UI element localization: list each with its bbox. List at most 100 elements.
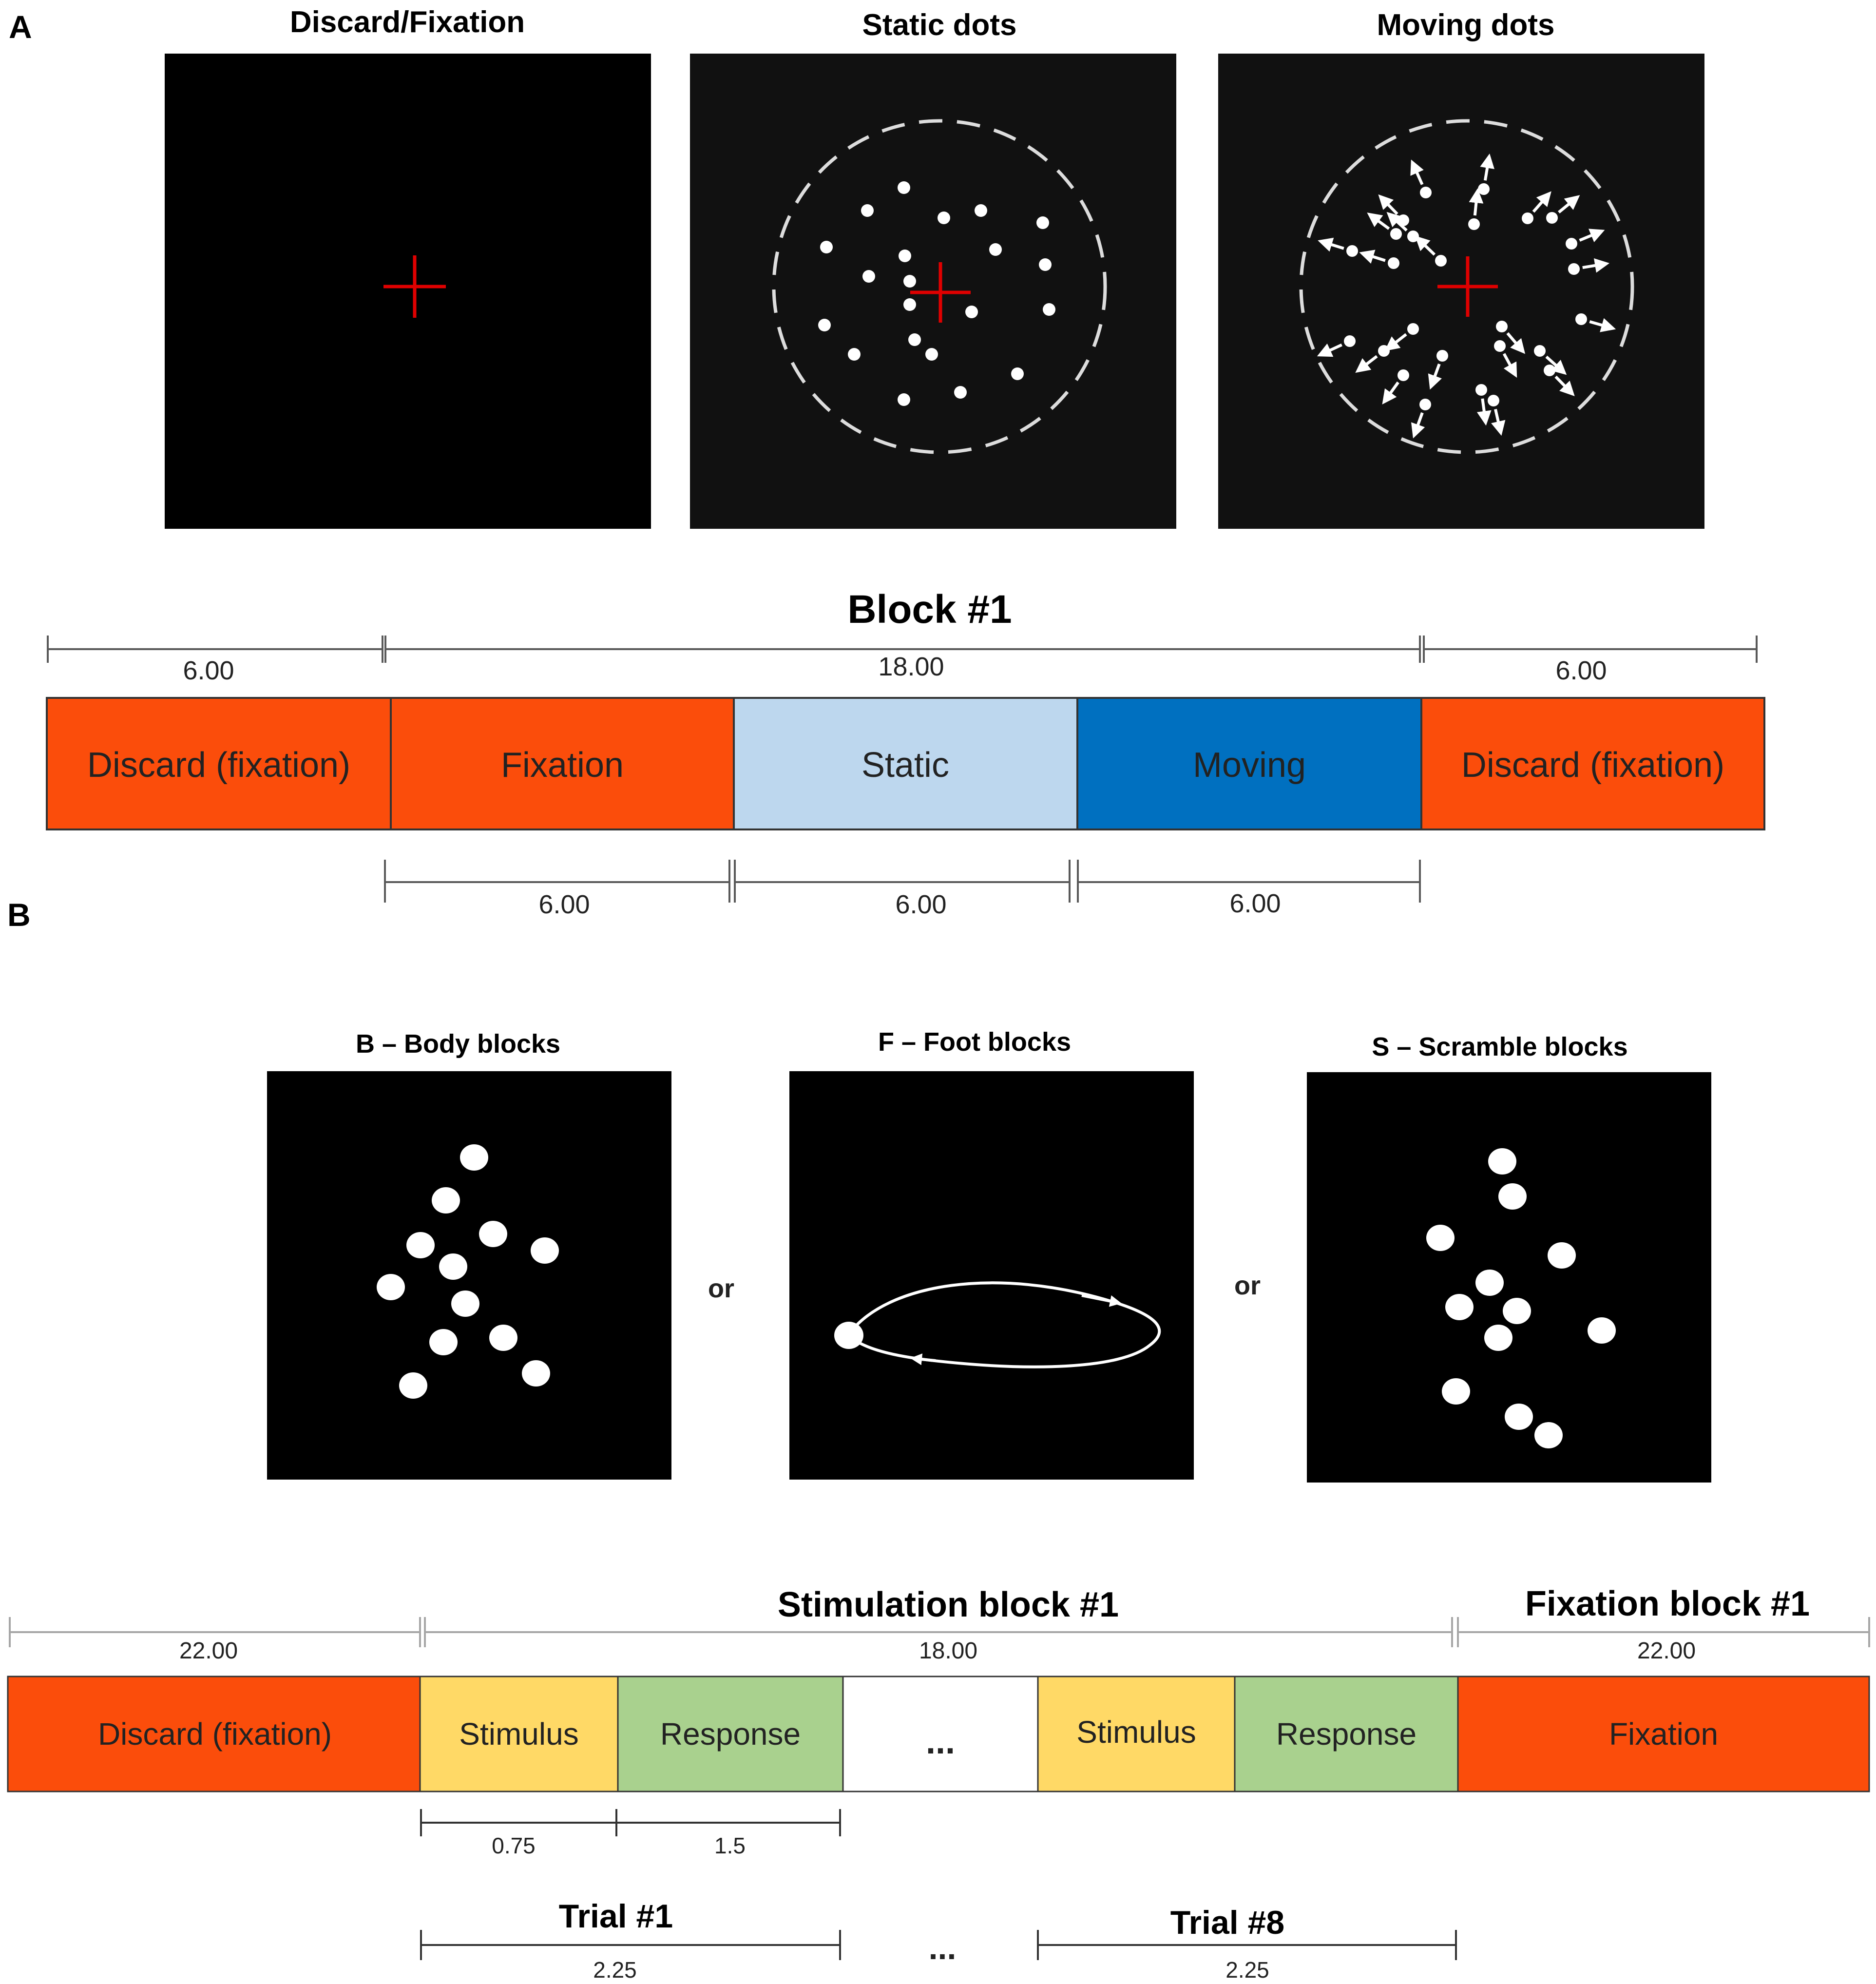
motion-arrow-icon (1386, 212, 1408, 232)
motion-arrow-icon (1558, 195, 1580, 213)
duration-label: 6.00 (183, 656, 234, 685)
timeline-segment: Fixation (390, 697, 735, 830)
segment-block (1420, 697, 1765, 830)
motion-arrow-icon (1506, 332, 1526, 354)
static-dot-field (818, 181, 1055, 406)
moving-dot (1496, 321, 1508, 332)
segment-block (1234, 1676, 1459, 1792)
motion-arrow-icon (1582, 258, 1610, 273)
motion-arrow-icon (1378, 194, 1398, 215)
duration-label: 6.00 (895, 890, 946, 919)
duration-label: 6.00 (1229, 889, 1281, 918)
moving-dot (1468, 218, 1480, 230)
aperture-circle (772, 119, 1107, 454)
motion-arrow-icon (1532, 191, 1551, 213)
fixation-cross-icon (910, 262, 971, 323)
screen-title-foot: F – Foot blocks (878, 1027, 1071, 1057)
static-dots-screen (690, 54, 1176, 529)
moving-dot (1475, 384, 1487, 396)
trajectory-arrow-icon (910, 1353, 936, 1366)
duration-label: 0.75 (492, 1833, 536, 1858)
duration-label: 22.00 (1637, 1638, 1696, 1664)
moving-dot (1546, 212, 1558, 224)
fixation-block-title: Fixation block #1 (1525, 1584, 1810, 1623)
segment-label: Discard (fixation) (1461, 746, 1724, 785)
moving-dots-screen (1218, 54, 1704, 529)
duration-label: 2.25 (593, 1957, 637, 1983)
fixation-cross-icon (1437, 256, 1498, 317)
motion-arrow-icon (1411, 412, 1425, 439)
screen-title-moving-dots: Moving dots (1377, 8, 1554, 42)
body-blocks-screen (267, 1071, 671, 1480)
segment-label: Moving (1193, 746, 1306, 785)
motion-arrow-icon (1317, 343, 1342, 357)
foot-dot (834, 1322, 863, 1349)
segment-block (1076, 697, 1422, 830)
timeline-segment: Discard (fixation) (1420, 697, 1765, 830)
duration-label: 2.25 (1225, 1957, 1269, 1983)
moving-dot-field (1317, 153, 1616, 439)
motion-arrow-icon (1476, 398, 1492, 426)
moving-dot (1419, 399, 1431, 410)
scramble-blocks-screen (1307, 1072, 1711, 1483)
duration-label: 18.00 (919, 1638, 977, 1664)
segment-block (390, 697, 735, 830)
moving-dot (1478, 183, 1490, 195)
motion-arrow-icon (1355, 355, 1378, 373)
trial-title: Trial #1 (559, 1898, 673, 1935)
motion-arrow-icon (1415, 235, 1436, 256)
segment-label: Discard (fixation) (87, 746, 350, 785)
moving-dot (1344, 335, 1356, 347)
timeline-segment: ... (842, 1676, 1039, 1792)
aperture-circle (1299, 119, 1634, 454)
ellipsis-label: ... (926, 1722, 955, 1761)
motion-arrow-icon (1384, 333, 1407, 351)
panel-b-timeline-bar: Discard (fixation) Stimulus Response ...… (7, 1676, 1870, 1792)
moving-dot (1346, 245, 1358, 257)
panel-a-label: A (9, 9, 32, 45)
foot-blocks-screen (789, 1071, 1194, 1480)
trajectory-arrow-icon (1081, 1294, 1122, 1307)
motion-arrow-icon (1367, 212, 1390, 230)
timeline-segment: Stimulus (1037, 1676, 1236, 1792)
screen-background (1218, 54, 1704, 529)
motion-arrow-icon (1554, 375, 1575, 396)
segment-label: Discard (fixation) (98, 1716, 332, 1752)
moving-dot (1488, 395, 1499, 406)
panel-a-timeline-bar: Discard (fixation) Fixation Static Movin… (46, 697, 1765, 830)
block-title: Block #1 (847, 587, 1012, 632)
panel-b-trial-brackets (420, 1809, 1457, 1960)
segment-block (419, 1676, 619, 1792)
screen-title-body: B – Body blocks (356, 1029, 560, 1059)
timeline-segment: Stimulus (419, 1676, 619, 1792)
screen-background (789, 1071, 1194, 1480)
motion-arrow-icon (1359, 250, 1386, 264)
fixation-screen (165, 54, 651, 529)
body-point-light-dots (377, 1144, 559, 1399)
motion-arrow-icon (1589, 318, 1616, 332)
motion-arrow-icon (1428, 363, 1442, 390)
moving-dot (1388, 257, 1399, 269)
motion-arrow-icon (1579, 229, 1605, 243)
timeline-segment: Moving (1076, 697, 1422, 830)
duration-label: 18.00 (878, 652, 944, 681)
panel-b-top-brackets (9, 1617, 1870, 1647)
timeline-segment: Response (617, 1676, 844, 1792)
moving-dot (1534, 345, 1546, 357)
panel-a-bottom-brackets (384, 860, 1421, 903)
panel-b-label: B (7, 897, 31, 933)
moving-dot (1407, 323, 1419, 335)
moving-dot (1544, 365, 1555, 376)
motion-arrow-icon (1502, 353, 1517, 378)
trial-ellipsis: ... (929, 1929, 957, 1966)
motion-arrow-icon (1491, 408, 1506, 436)
moving-dot (1407, 231, 1419, 242)
screen-background (165, 54, 651, 529)
moving-dot (1566, 238, 1577, 250)
or-label: or (1234, 1271, 1261, 1300)
segment-label: Fixation (1609, 1716, 1718, 1752)
motion-arrow-icon (1382, 381, 1399, 405)
moving-dot (1390, 228, 1402, 240)
segment-block (1037, 1676, 1236, 1792)
segment-label: Static (861, 746, 949, 785)
